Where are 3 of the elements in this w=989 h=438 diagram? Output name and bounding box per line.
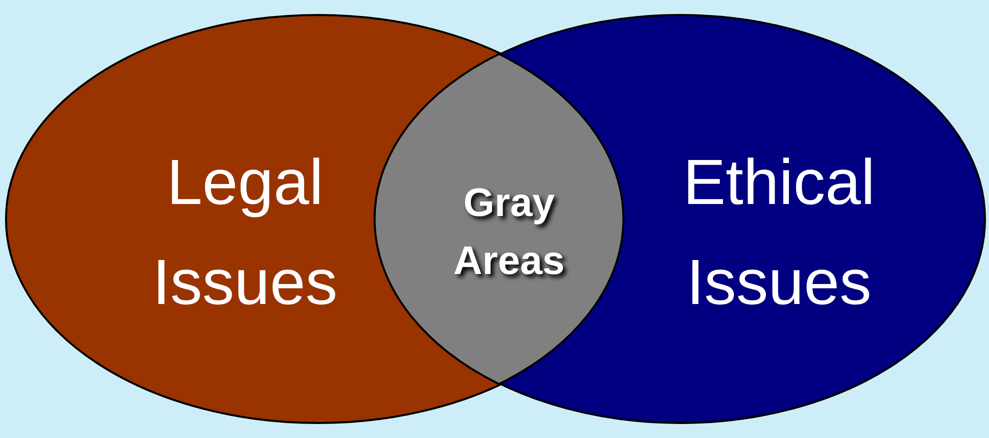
venn-label: Gray Areas	[452, 180, 566, 285]
venn-label: Ethical Issues	[682, 145, 876, 320]
venn-label: Legal Issues	[152, 145, 338, 320]
